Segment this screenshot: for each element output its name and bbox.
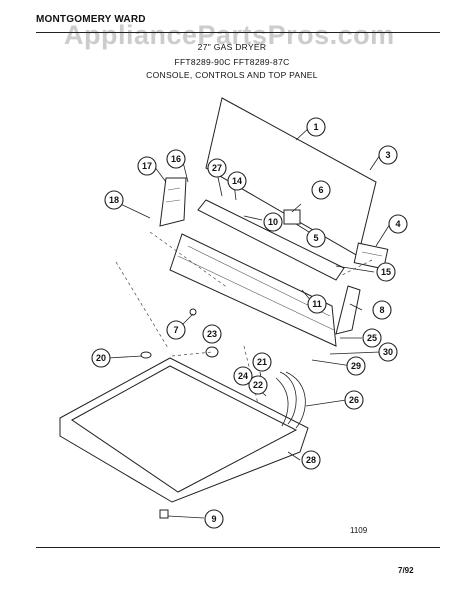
control-console-top	[197, 199, 345, 281]
cabinet-top-inner	[71, 365, 298, 493]
callout-18: 18	[104, 190, 124, 210]
control-knob	[205, 346, 219, 358]
section-title: CONSOLE, CONTROLS AND TOP PANEL	[146, 70, 318, 80]
switch-component	[283, 209, 301, 225]
callout-3-label: 3	[385, 150, 390, 160]
callout-5-label: 5	[313, 233, 318, 243]
callout-4-label: 4	[395, 219, 400, 229]
callout-4: 4	[388, 214, 408, 234]
callout-28-label: 28	[306, 455, 316, 465]
callout-1-label: 1	[313, 122, 318, 132]
brand-name: MONTGOMERY WARD	[36, 14, 146, 25]
callout-11-label: 11	[312, 299, 322, 309]
callout-21: 21	[252, 352, 272, 372]
callout-26: 26	[344, 390, 364, 410]
callout-27-label: 27	[212, 163, 222, 173]
callout-10: 10	[263, 212, 283, 232]
callout-28: 28	[301, 450, 321, 470]
screw	[189, 308, 197, 316]
callout-29-label: 29	[351, 361, 361, 371]
callout-11: 11	[307, 294, 327, 314]
callout-30-label: 30	[383, 347, 393, 357]
timer-module	[353, 242, 389, 270]
callout-17: 17	[137, 156, 157, 176]
callout-9: 9	[204, 509, 224, 529]
callout-22-label: 22	[253, 380, 263, 390]
footer-rule	[36, 547, 440, 548]
callout-1: 1	[306, 117, 326, 137]
callout-10-label: 10	[268, 217, 278, 227]
callout-7-label: 7	[173, 325, 178, 335]
clip	[140, 351, 152, 359]
callout-6: 6	[311, 180, 331, 200]
callout-14-label: 14	[232, 176, 242, 186]
callout-7: 7	[166, 320, 186, 340]
model-numbers: FFT8289-90C FFT8289-87C	[174, 57, 290, 67]
callout-20: 20	[91, 348, 111, 368]
header-rule	[36, 32, 440, 33]
revision-date: 7/92	[398, 566, 414, 575]
callout-8-label: 8	[379, 305, 384, 315]
callout-9-label: 9	[211, 514, 216, 524]
callout-22: 22	[248, 375, 268, 395]
callout-25-label: 25	[367, 333, 377, 343]
callout-14: 14	[227, 171, 247, 191]
callout-25: 25	[362, 328, 382, 348]
callout-18-label: 18	[109, 195, 119, 205]
watermark: AppliancePartsPros.com	[64, 20, 395, 50]
callout-16: 16	[166, 149, 186, 169]
appliance-title: 27" GAS DRYER	[197, 42, 267, 52]
callout-21-label: 21	[257, 357, 267, 367]
callout-27: 27	[207, 158, 227, 178]
callout-15: 15	[376, 262, 396, 282]
callout-23-label: 23	[207, 329, 217, 339]
callout-26-label: 26	[349, 395, 359, 405]
callout-8: 8	[372, 300, 392, 320]
wire-harness	[279, 371, 297, 425]
callout-15-label: 15	[381, 267, 391, 277]
callout-23: 23	[202, 324, 222, 344]
right-end-cap	[335, 285, 361, 335]
callout-24: 24	[233, 366, 253, 386]
clip-small	[159, 509, 169, 519]
callout-29: 29	[346, 356, 366, 376]
callout-20-label: 20	[96, 353, 106, 363]
callout-24-label: 24	[238, 371, 248, 381]
callout-5: 5	[306, 228, 326, 248]
callout-16-label: 16	[171, 154, 181, 164]
callout-30: 30	[378, 342, 398, 362]
callout-3: 3	[378, 145, 398, 165]
diagram-code: 1109	[350, 526, 368, 535]
left-end-cap	[159, 177, 187, 227]
control-console	[169, 233, 337, 347]
callout-17-label: 17	[142, 161, 152, 171]
callout-6-label: 6	[318, 185, 323, 195]
